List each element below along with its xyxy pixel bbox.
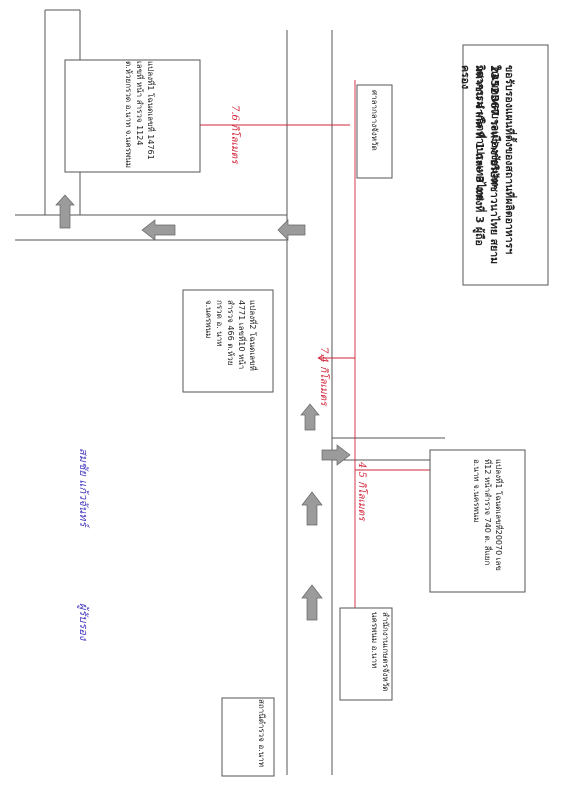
title-box: [462, 44, 549, 286]
main-road: [286, 30, 333, 775]
distance-2: 7.4 กิโลเมตร: [318, 347, 329, 406]
title-line1: ขอรับรองแผนที่ตั้งของสถานที่ผลิตอาหารฯ ใ…: [489, 65, 515, 255]
plot-middle-text: แปลงที่2 โฉนดเลขที่ 4771 เลขที่10 หน้า ส…: [204, 300, 257, 371]
title-line3: มหาชน จำกัด ที่ 1 และ 3 แห่งที่ 3 ผู้ถือ…: [459, 65, 485, 246]
plot-right-text: แปลงที่1 โฉนดเลขที่20070 เลขที่12 หน้าสำ…: [472, 459, 503, 571]
province-office-label: ศาลากลางจังหวัด: [370, 90, 379, 151]
plot-top-text: แปลงที่1 โฉนดเลขที่ 14761 เลขที่ หน้า สำ…: [124, 61, 155, 169]
police-text: สถานีตำรวจ อ.นาท: [257, 699, 266, 767]
plot-top-box: [64, 59, 201, 173]
title-line2: 2352567 ระหว่าง บริษัทชาวนาไทย สยามวิศวก…: [474, 65, 500, 265]
direction-arrows: [55, 194, 449, 621]
plot-right-box: [429, 449, 526, 593]
side-road: [332, 437, 445, 461]
plot-middle-box: [182, 289, 274, 393]
distance-1: 7.6 กิโลเมตร: [229, 105, 240, 164]
boxes: [64, 44, 549, 777]
agri-office-text: สำนักงานเกษตรจังหวัด นครพนม อ.นาท: [370, 612, 390, 692]
signature-role: ผู้รับรอง: [77, 603, 90, 641]
police-box: [221, 697, 275, 777]
province-office-box: [356, 84, 393, 179]
signature-name: สมชัย แก้วจันทร์: [77, 448, 90, 527]
distance-3: 4.5 กิโลเมตร: [356, 462, 367, 521]
agri-office-box: [339, 607, 393, 701]
